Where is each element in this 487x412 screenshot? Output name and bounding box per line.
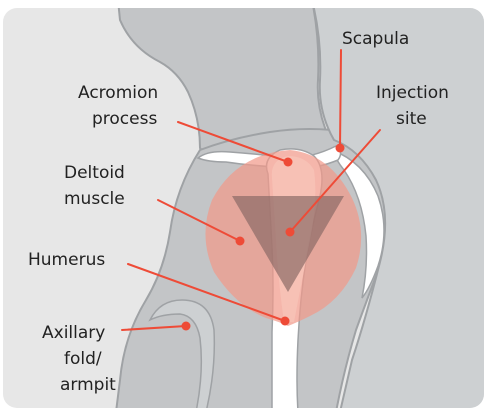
scapula-leader — [340, 50, 341, 148]
humerus-dot — [281, 317, 290, 326]
axillary-dot — [182, 322, 191, 331]
deltoid-dot — [236, 237, 245, 246]
deltoid-label-line2: muscle — [64, 189, 125, 209]
acromion-label-line2: process — [92, 109, 157, 129]
acromion-dot — [284, 158, 293, 167]
deltoid-label-line1: Deltoid — [64, 163, 125, 183]
axillary-label-line1: Axillary — [42, 323, 105, 343]
injection-dot — [286, 228, 295, 237]
scapula-dot — [336, 144, 345, 153]
humerus-label: Humerus — [28, 250, 105, 270]
scapula-label: Scapula — [342, 29, 409, 49]
axillary-label-line3: armpit — [60, 375, 116, 395]
axillary-label-line2: fold/ — [64, 349, 102, 369]
acromion-label-line1: Acromion — [78, 83, 158, 103]
injection-label-line1: Injection — [376, 83, 449, 103]
injection-label-line2: site — [396, 109, 427, 129]
